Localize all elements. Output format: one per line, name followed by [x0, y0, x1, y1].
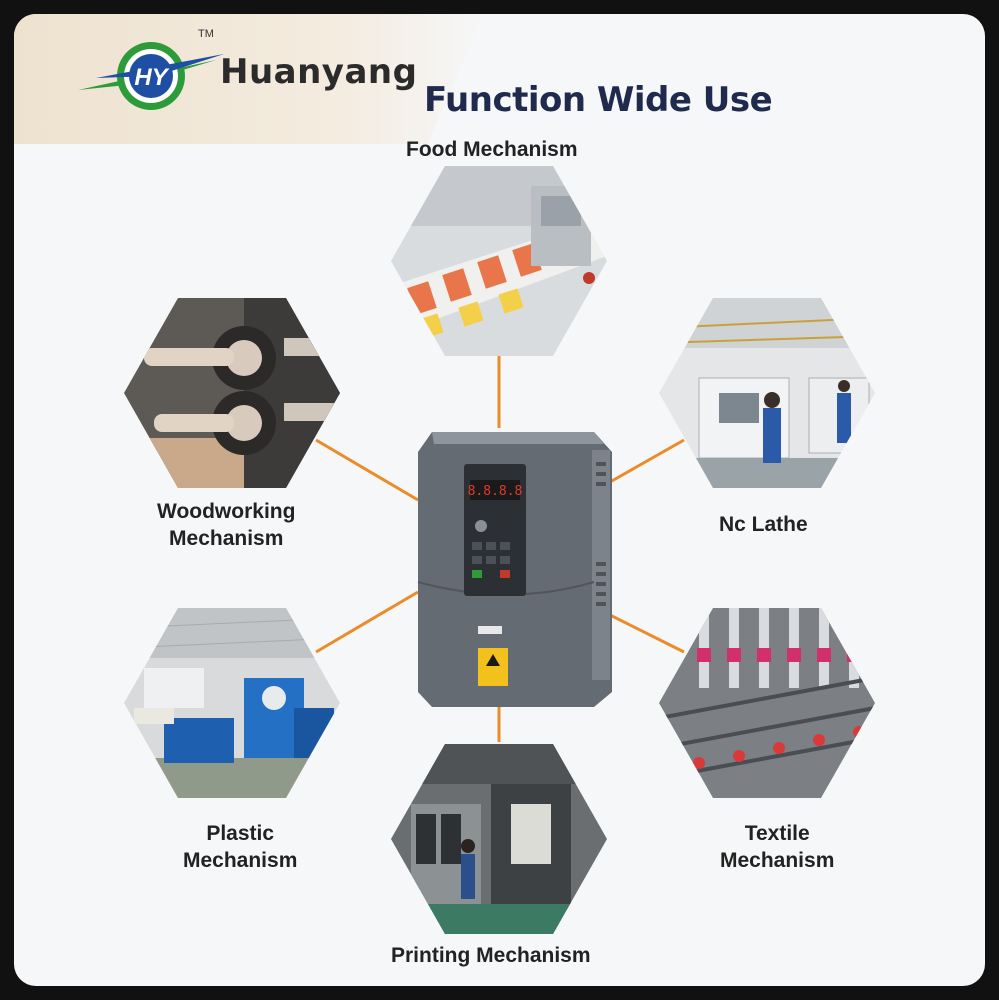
product-banner: HY TM Huanyang Function Wide Use Food Me…: [14, 14, 985, 986]
logo-letters: HY: [134, 64, 169, 91]
connector-woodworking: [315, 438, 419, 502]
printing-mechanism-label: Printing Mechanism: [391, 944, 591, 967]
connector-textile: [603, 610, 685, 654]
headline: Function Wide Use: [424, 80, 773, 120]
textile-mechanism-photo: [659, 608, 875, 798]
woodworking-label-line2: Mechanism: [169, 527, 284, 550]
textile-label-line2: Mechanism: [720, 849, 835, 872]
trademark-mark: TM: [198, 28, 214, 40]
textile-mechanism-label: Textile Mechanism: [720, 820, 834, 874]
plastic-mechanism-photo: [124, 608, 340, 798]
woodworking-label-line1: Woodworking: [157, 500, 296, 523]
plastic-label-line2: Mechanism: [183, 849, 298, 872]
nc-lathe-label: Nc Lathe: [719, 513, 808, 536]
food-mechanism-label: Food Mechanism: [406, 138, 578, 161]
connector-plastic: [315, 590, 419, 654]
printing-mechanism-photo: [391, 744, 607, 934]
huanyang-logo-icon: HY: [78, 42, 224, 110]
connector-nc-lathe: [609, 438, 685, 484]
connector-lines: [315, 352, 685, 742]
frequency-inverter-product: 8.8.8.8: [417, 432, 612, 707]
brand-name: Huanyang: [220, 52, 418, 92]
woodworking-mechanism-label: Woodworking Mechanism: [157, 498, 295, 552]
textile-label-line1: Textile: [744, 822, 810, 845]
plastic-label-line1: Plastic: [206, 822, 275, 845]
plastic-mechanism-label: Plastic Mechanism: [183, 820, 297, 874]
logo-banner: [14, 14, 484, 144]
svg-text:8.8.8.8: 8.8.8.8: [468, 484, 523, 499]
